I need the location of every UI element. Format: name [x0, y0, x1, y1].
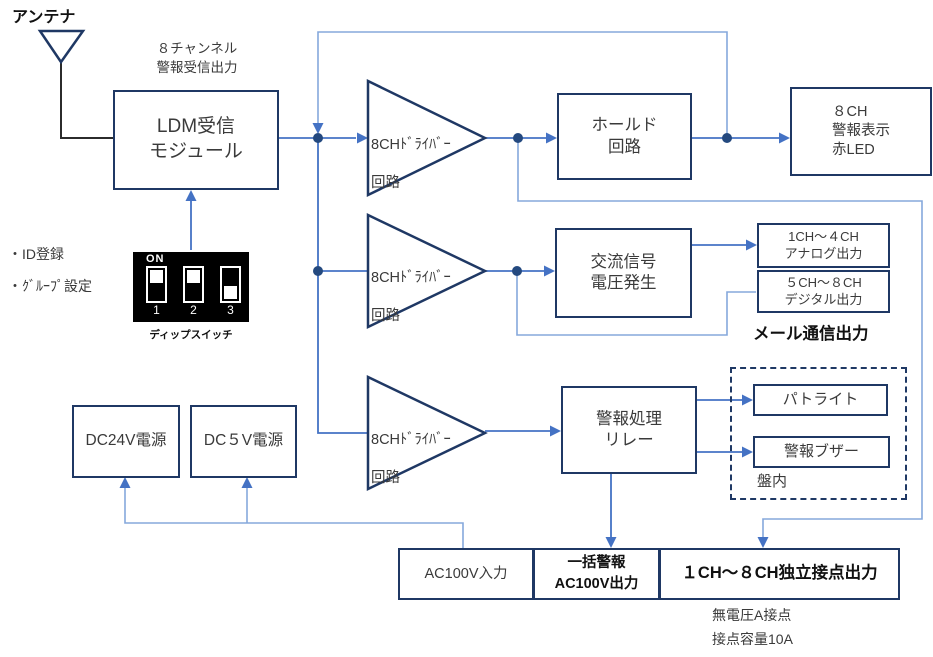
dc24v-power-box: DC24V電源: [72, 405, 180, 478]
dip-knob-1: [150, 270, 163, 283]
dip-knob-2: [187, 270, 200, 283]
driver1-triangle: [366, 79, 488, 197]
dip-number-2: 2: [190, 303, 197, 317]
driver3-label: 8CHﾄﾞﾗｲﾊﾞｰ 回路: [371, 412, 451, 487]
analog-output-box: 1CH～４CH アナログ出力: [757, 223, 890, 268]
panel-dashed-box: [730, 367, 907, 500]
dip-number-3: 3: [227, 303, 234, 317]
ldm-receiver-module-box: LDM受信 モジュール: [113, 90, 279, 190]
junction-dots: [313, 133, 732, 276]
independent-contact-output-box: １CH～８CH独立接点出力: [659, 548, 900, 600]
driver1-label-line1: 8CHﾄﾞﾗｲﾊﾞｰ: [371, 136, 451, 153]
dip-knob-3: [224, 286, 237, 299]
dip-slot-3: [220, 266, 241, 303]
ac-signal-generator-box: 交流信号 電圧発生: [555, 228, 692, 318]
driver1-label: 8CHﾄﾞﾗｲﾊﾞｰ 回路: [371, 117, 451, 192]
driver1-label-line2: 回路: [371, 174, 400, 191]
driver2-label-line2: 回路: [371, 307, 400, 324]
ac100v-input-box: AC100V入力: [398, 548, 534, 600]
hold-circuit-box: ホールド 回路: [557, 93, 692, 180]
digital-output-wire: [516, 271, 756, 336]
driver-triangles: [366, 79, 488, 491]
led-display-box: ８CH 警報表示 赤LED: [790, 87, 932, 176]
dip-slot-1: [146, 266, 167, 303]
driver3-triangle: [366, 375, 488, 491]
driver2-label-line1: 8CHﾄﾞﾗｲﾊﾞｰ: [371, 269, 451, 286]
alarm-buzzer-box: 警報ブザー: [753, 436, 890, 468]
settings-note: ・ID登録 ・ｸﾞﾙｰﾌﾟ設定: [8, 246, 92, 295]
dip-on-label: ON: [146, 253, 165, 265]
dc5v-power-box: DC５V電源: [190, 405, 297, 478]
right-drop-wire: [517, 138, 923, 539]
antenna-label: アンテナ: [12, 9, 76, 26]
power-distribution-wire: [124, 487, 464, 548]
arrowheads: [119, 123, 790, 548]
patlite-box: パトライト: [753, 384, 888, 416]
panel-inside-label: 盤内: [757, 473, 788, 490]
mail-output-label: メール通信出力: [753, 325, 869, 343]
alarm-relay-box: 警報処理 リレー: [561, 386, 697, 474]
receiver-output-note: ８チャンネル 警報受信出力: [156, 41, 238, 75]
dip-slot-2: [183, 266, 204, 303]
dip-switch: ON 1 2 3: [133, 252, 249, 322]
batch-alarm-output-box: 一括警報 AC100V出力: [533, 548, 660, 600]
antenna-feed-line: [60, 61, 113, 139]
contact-spec-note: 無電圧A接点 接点容量10A: [712, 607, 793, 647]
driver2-triangle: [366, 213, 488, 329]
driver3-label-line2: 回路: [371, 469, 400, 486]
dip-switch-caption: ディップスイッチ: [149, 329, 233, 341]
driver2-label: 8CHﾄﾞﾗｲﾊﾞｰ 回路: [371, 250, 451, 325]
dip-number-1: 1: [153, 303, 160, 317]
digital-output-box: ５CH～８CH デジタル出力: [757, 270, 890, 313]
driver3-label-line1: 8CHﾄﾞﾗｲﾊﾞｰ: [371, 431, 451, 448]
antenna-icon: [37, 29, 86, 65]
feedback-top-wire: [317, 31, 728, 138]
